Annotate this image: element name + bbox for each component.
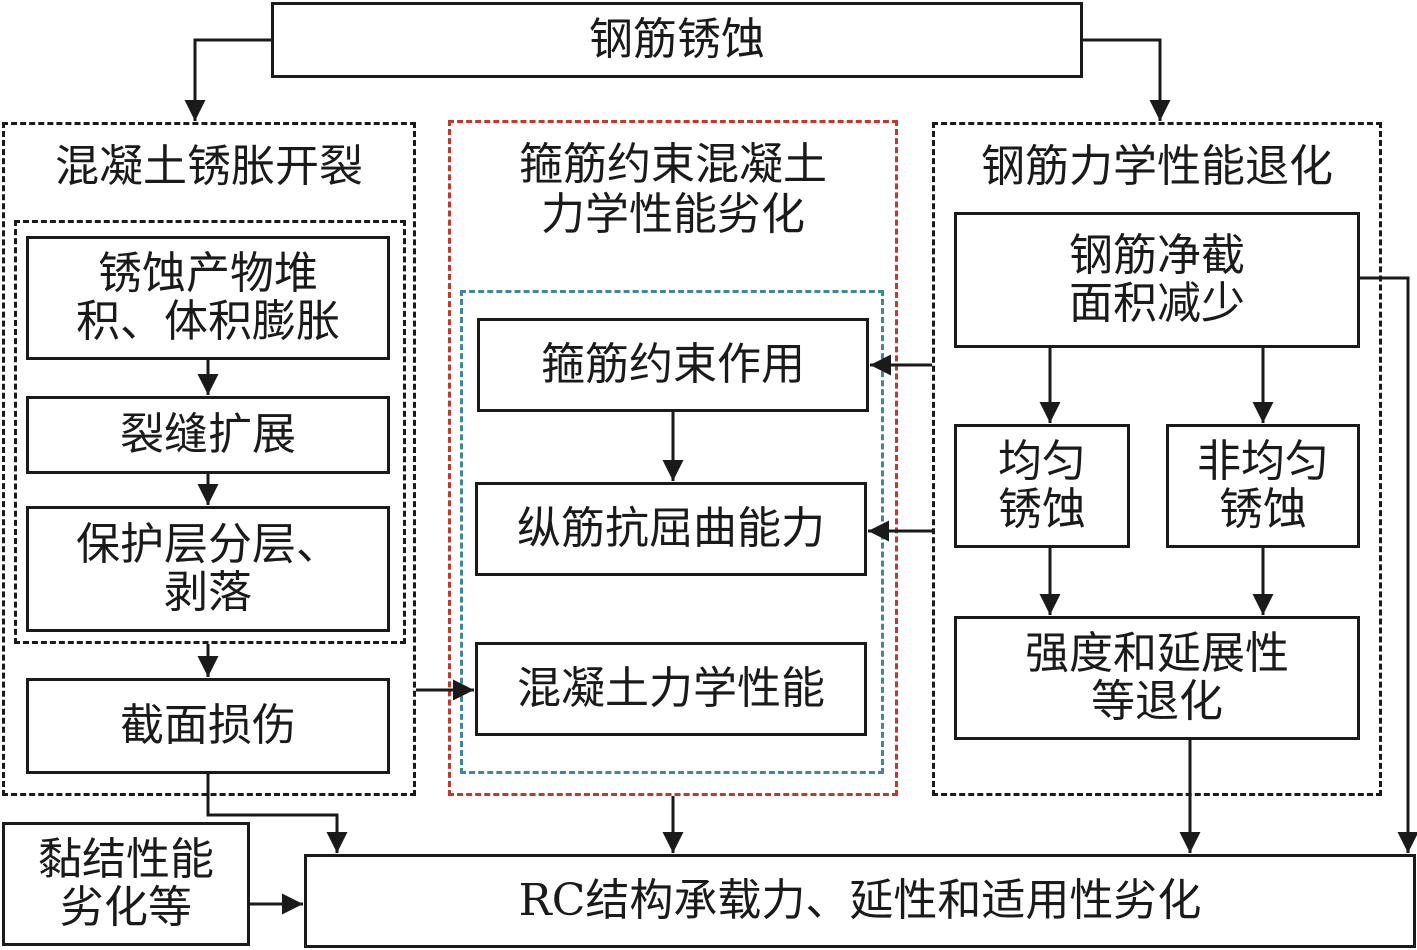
left-step-1-line-2: 积、体积膨胀 [76,296,340,347]
right-top-line-2: 面积减少 [1069,278,1245,329]
left-step-3-line-2: 剥落 [164,567,252,618]
uniform-line-1: 均匀 [998,436,1086,487]
nonuniform-line-1: 非均匀 [1197,436,1329,487]
left-step-1-line-1: 锈蚀产物堆 [98,248,318,299]
middle-item-rebar-buckling: 纵筋抗屈曲能力 [475,482,867,576]
middle-item-3-label: 混凝土力学性能 [517,663,825,714]
middle-item-1-label: 箍筋约束作用 [541,339,805,390]
result-line-1: 强度和延展性 [1025,628,1289,679]
uniform-line-2: 锈蚀 [998,484,1086,535]
left-inner-group-container [14,220,406,644]
middle-item-concrete-properties: 混凝土力学性能 [475,642,867,736]
bond-line-2: 劣化等 [60,882,192,933]
arrow-root-to-right-group [1083,38,1171,121]
left-step-corrosion-products: 锈蚀产物堆 积、体积膨胀 [26,236,390,360]
left-step-cover-spalling: 保护层分层、 剥落 [26,506,390,632]
bond-line-1: 黏结性能 [38,834,214,885]
arrow-root-to-left-group [184,38,271,121]
left-outcome-section-damage: 截面损伤 [26,678,390,774]
middle-item-2-label: 纵筋抗屈曲能力 [517,503,825,554]
root-node-label: 钢筋锈蚀 [589,14,765,65]
right-uniform-corrosion: 均匀 锈蚀 [954,424,1130,548]
middle-title-line-1: 箍筋约束混凝土 [519,139,827,190]
left-step-crack-propagation: 裂缝扩展 [26,396,390,474]
final-outcome-label: RC结构承载力、延性和适用性劣化 [518,875,1202,926]
left-group-title: 混凝土锈胀开裂 [55,141,363,192]
left-step-2-label: 裂缝扩展 [120,409,296,460]
bond-degradation-node: 黏结性能 劣化等 [2,822,250,946]
right-strength-ductility-degradation: 强度和延展性 等退化 [954,616,1360,740]
left-step-3-line-1: 保护层分层、 [76,519,340,570]
right-group-title: 钢筋力学性能退化 [981,141,1333,192]
right-nonuniform-corrosion: 非均匀 锈蚀 [1166,424,1360,548]
final-outcome-node: RC结构承载力、延性和适用性劣化 [304,854,1416,948]
middle-group-title: 箍筋约束混凝土 力学性能劣化 [450,140,896,240]
nonuniform-line-2: 锈蚀 [1219,484,1307,535]
right-net-area-reduction: 钢筋净截 面积减少 [954,212,1360,348]
middle-item-stirrup-confinement: 箍筋约束作用 [477,318,869,412]
result-line-2: 等退化 [1091,676,1223,727]
middle-group-container [448,120,898,796]
middle-title-line-2: 力学性能劣化 [541,189,805,240]
root-node-rebar-corrosion: 钢筋锈蚀 [271,2,1083,78]
right-top-line-1: 钢筋净截 [1069,230,1245,281]
left-outcome-label: 截面损伤 [120,700,296,751]
